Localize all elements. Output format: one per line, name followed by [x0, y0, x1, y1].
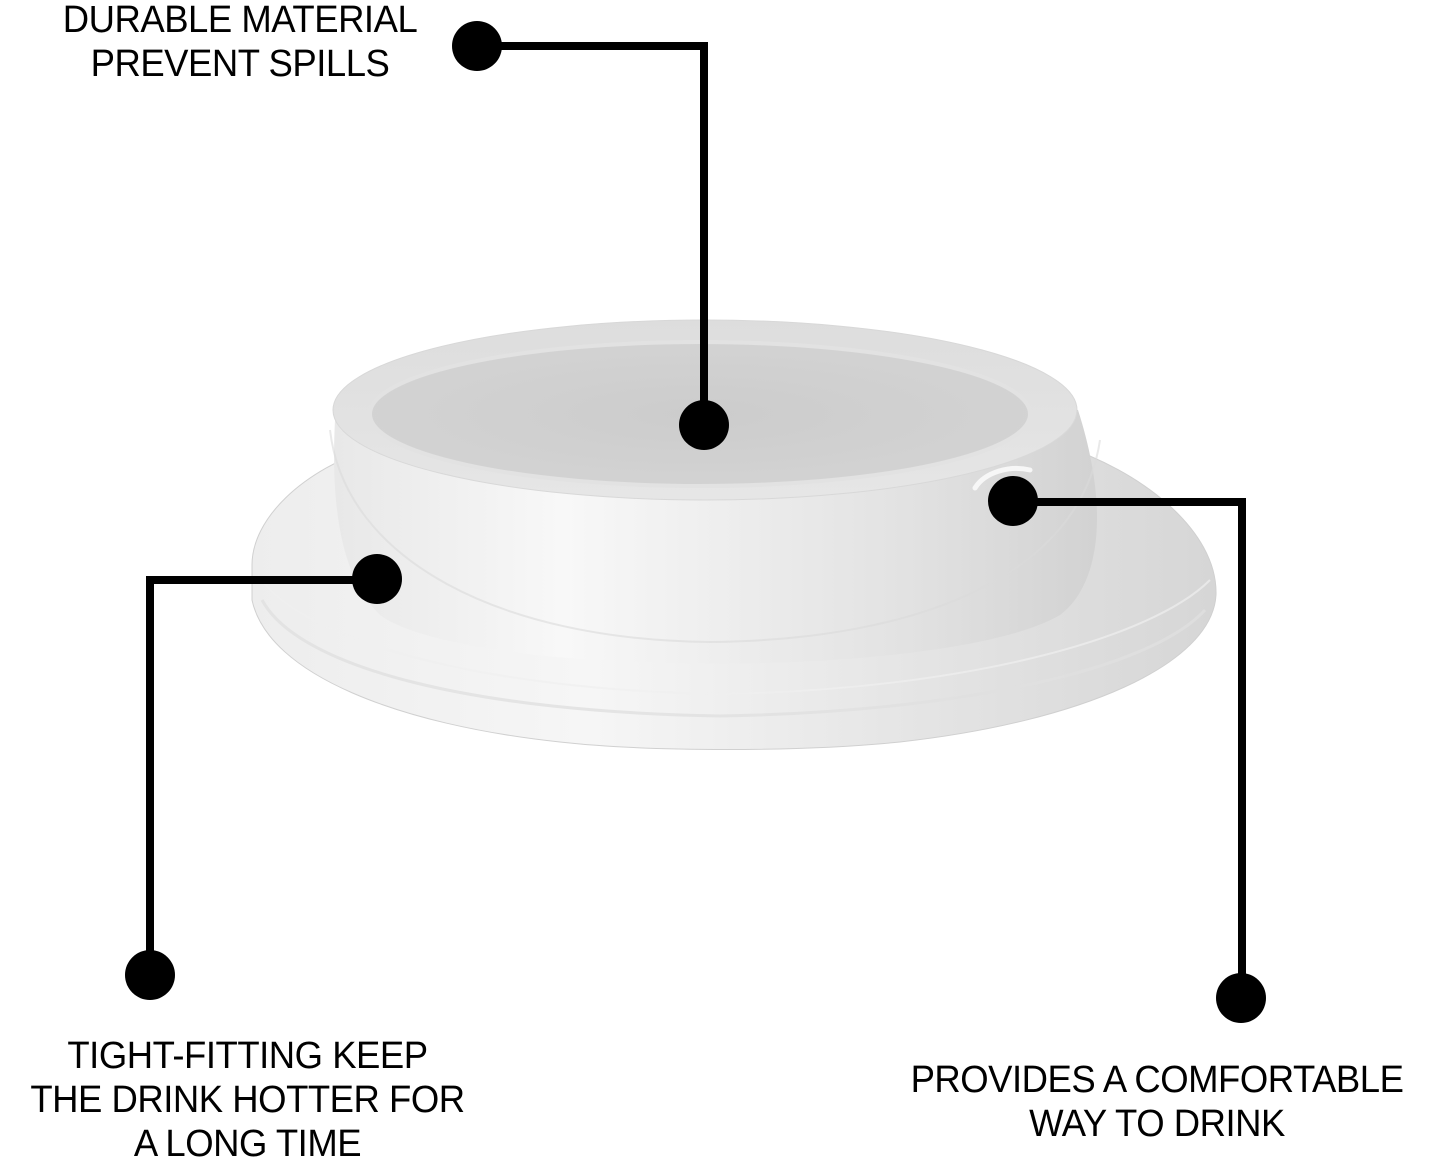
- callout-comfortable-target-dot: [988, 476, 1038, 526]
- callout-comfortable-label: PROVIDES A COMFORTABLE WAY TO DRINK: [874, 1058, 1440, 1146]
- callout-durable-anchor-dot: [452, 21, 502, 71]
- callout-tight-fitting-line-2: THE DRINK HOTTER FOR: [30, 1079, 465, 1121]
- sip-hole-highlight: [972, 465, 1033, 491]
- callout-durable-line-1: DURABLE MATERIAL: [62, 0, 418, 41]
- callout-tight-fitting-line-3: A LONG TIME: [133, 1123, 362, 1165]
- callout-durable-line-2: PREVENT SPILLS: [90, 43, 390, 85]
- callout-tight-fitting-target-dot: [352, 554, 402, 604]
- callout-tight-fitting-anchor-dot: [125, 950, 175, 1000]
- callout-durable-connector: [452, 21, 729, 450]
- callout-comfortable-anchor-dot: [1216, 973, 1266, 1023]
- callout-comfortable-line-2: WAY TO DRINK: [1029, 1103, 1285, 1145]
- callout-tight-fitting-label: TIGHT-FITTING KEEP THE DRINK HOTTER FOR …: [10, 1034, 485, 1166]
- callout-durable-target-dot: [679, 400, 729, 450]
- callout-comfortable-line-1: PROVIDES A COMFORTABLE: [910, 1059, 1404, 1101]
- callout-comfortable-connector: [988, 476, 1266, 1023]
- callout-durable-label: DURABLE MATERIAL PREVENT SPILLS: [29, 0, 451, 86]
- callout-tight-fitting-connector: [125, 554, 402, 1000]
- callout-tight-fitting-line-1: TIGHT-FITTING KEEP: [67, 1035, 428, 1077]
